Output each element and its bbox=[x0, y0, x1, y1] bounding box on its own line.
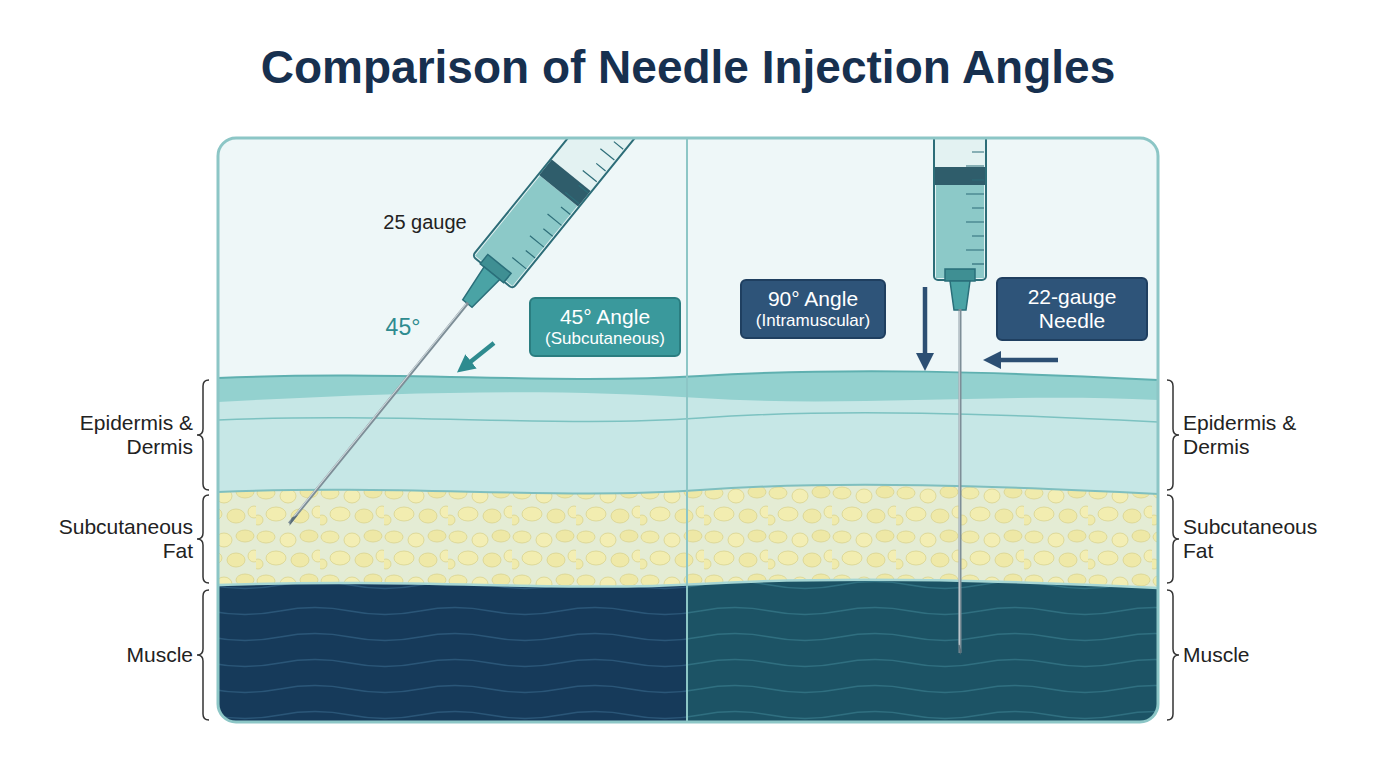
callout-text: 22-gauge Needle bbox=[1012, 285, 1132, 333]
layer-label: Epidermis & Dermis bbox=[43, 411, 193, 459]
panel-border bbox=[218, 138, 1158, 722]
diagram-title: Comparison of Needle Injection Angles bbox=[0, 40, 1376, 94]
layer-bracket bbox=[197, 380, 1179, 720]
callout-box: 22-gauge Needle bbox=[996, 277, 1148, 341]
callout-box: 90° Angle(Intramuscular) bbox=[740, 279, 886, 339]
callout-text: (Intramuscular) bbox=[756, 311, 870, 331]
needle-label: 25 gauge bbox=[383, 211, 466, 234]
callout-text: 90° Angle bbox=[756, 287, 870, 311]
direction-arrow bbox=[464, 343, 494, 367]
layer-label: Subcutaneous Fat bbox=[43, 515, 193, 563]
muscle-layer bbox=[687, 580, 1158, 722]
direction-arrow bbox=[923, 287, 928, 362]
needle-label: 45° bbox=[386, 314, 421, 340]
direction-arrow bbox=[992, 358, 1058, 363]
callout-text: 45° Angle bbox=[545, 305, 665, 329]
syringe bbox=[934, 138, 986, 655]
layer-label: Subcutaneous Fat bbox=[1183, 515, 1333, 563]
callout-text: (Subcutaneous) bbox=[545, 329, 665, 349]
panel-ground bbox=[218, 138, 1158, 722]
layer-label: Muscle bbox=[43, 643, 193, 667]
layer-label: Epidermis & Dermis bbox=[1183, 411, 1333, 459]
layer-label: Muscle bbox=[1183, 643, 1333, 667]
panel-divider bbox=[686, 139, 688, 721]
callout-box: 45° Angle(Subcutaneous) bbox=[529, 297, 681, 357]
